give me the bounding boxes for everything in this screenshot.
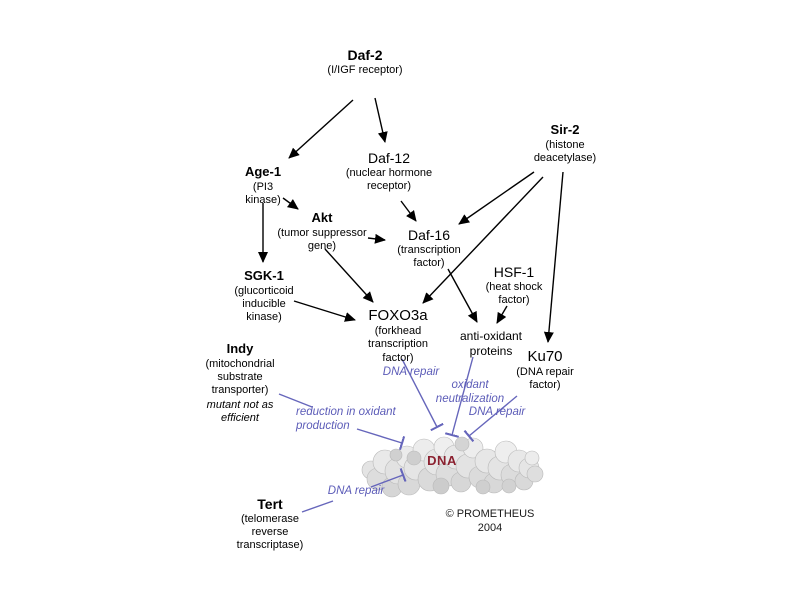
annotation-reduction-in-oxidant: reduction in oxidant production	[296, 406, 396, 432]
node-sir2-subtitle: (histone deacetylase)	[533, 138, 597, 165]
node-daf16-subtitle: (transcription factor)	[397, 244, 461, 270]
node-indy-note: mutant not as efficient	[206, 398, 274, 424]
arrow-daf12-to-daf16	[400, 200, 417, 222]
node-ku70-title: Ku70	[527, 348, 563, 365]
arrow-age1-to-akt	[282, 197, 299, 210]
node-daf2: Daf-2 (I/IGF receptor)	[327, 47, 402, 77]
line-antioxidant-oxidant-neutralization	[452, 356, 474, 435]
node-sgk1: SGK-1 (glucorticoid inducible kinase)	[234, 268, 294, 325]
node-akt: Akt (tumor suppressor gene)	[277, 210, 367, 253]
node-tert: Tert (telomerase reverse transcriptase)	[237, 496, 304, 553]
node-daf12-title: Daf-12	[367, 150, 411, 166]
arrow-sir2-to-ku70	[543, 171, 564, 343]
node-tert-title: Tert	[257, 496, 283, 512]
line-dna-repair-to-dna	[370, 475, 403, 488]
node-akt-subtitle: (tumor suppressor gene)	[277, 226, 367, 253]
node-foxo3a-title: FOXO3a	[368, 307, 428, 324]
node-hsf1-subtitle: (heat shock factor)	[485, 281, 543, 307]
arrow-daf16-to-antioxidant	[447, 268, 478, 323]
node-foxo3a: FOXO3a (forkhead transcription factor)	[368, 307, 428, 365]
arrow-sgk1-to-foxo3a	[293, 300, 356, 322]
node-age1: Age-1 (PI3 kinase)	[244, 164, 282, 207]
node-age1-title: Age-1	[244, 164, 282, 179]
arrow-akt-to-daf16	[367, 233, 386, 244]
node-akt-title: Akt	[311, 210, 333, 225]
node-foxo3a-subtitle: (forkhead transcription factor)	[368, 325, 428, 364]
arrow-akt-to-foxo3a	[324, 248, 374, 303]
node-daf2-subtitle: (I/IGF receptor)	[327, 64, 403, 77]
annotation-tert-dna-repair: DNA repair	[327, 485, 385, 497]
line-tert-to-dna-repair-label	[301, 500, 334, 513]
line-indy-to-reduction-label	[278, 393, 313, 408]
copyright-notice: © PROMETHEUS 2004	[445, 508, 535, 534]
node-hsf1: HSF-1 (heat shock factor)	[486, 264, 543, 307]
node-age1-subtitle: (PI3 kinase)	[245, 180, 281, 207]
node-hsf1-title: HSF-1	[493, 264, 535, 280]
annotation-foxo3a-dna-repair: DNA repair	[382, 366, 440, 378]
node-daf16-title: Daf-16	[407, 227, 451, 243]
arrow-daf2-to-daf12	[374, 97, 388, 143]
arrow-sir2-to-daf16	[458, 171, 535, 225]
node-indy: Indy (mitochondrial substrate transporte…	[205, 341, 275, 425]
node-daf16: Daf-16 (transcription factor)	[397, 227, 461, 270]
node-ku70-subtitle: (DNA repair factor)	[516, 366, 574, 392]
node-indy-title: Indy	[226, 341, 254, 356]
node-sgk1-subtitle: (glucorticoid inducible kinase)	[234, 284, 294, 324]
node-tert-subtitle: (telomerase reverse transcriptase)	[236, 513, 304, 552]
arrow-daf2-to-age1	[288, 99, 354, 159]
node-antioxidant-label: anti-oxidant proteins	[459, 329, 523, 358]
node-daf12-subtitle: (nuclear hormone receptor)	[345, 167, 433, 193]
line-ku70-dna-repair	[469, 395, 518, 436]
node-sir2: Sir-2 (histone deacetylase)	[533, 122, 597, 165]
arrow-sir2-to-foxo3a	[422, 176, 544, 304]
node-daf12: Daf-12 (nuclear hormone receptor)	[346, 150, 432, 193]
node-daf2-title: Daf-2	[347, 47, 383, 63]
annotation-ku70-dna-repair: DNA repair	[468, 406, 526, 418]
dna-label: DNA	[427, 453, 457, 468]
node-ku70: Ku70 (DNA repair factor)	[516, 348, 573, 393]
annotation-oxidant-neutralization: oxidant neutralization	[435, 379, 505, 405]
node-antioxidant-proteins: anti-oxidant proteins	[460, 329, 522, 359]
arrow-hsf1-to-antioxidant	[496, 305, 508, 324]
node-sir2-title: Sir-2	[550, 122, 580, 137]
line-foxo3a-dna-repair	[401, 358, 437, 427]
line-reduction-to-dna	[356, 428, 402, 443]
node-sgk1-title: SGK-1	[244, 268, 284, 283]
node-indy-subtitle: (mitochondrial substrate transporter)	[205, 357, 275, 397]
